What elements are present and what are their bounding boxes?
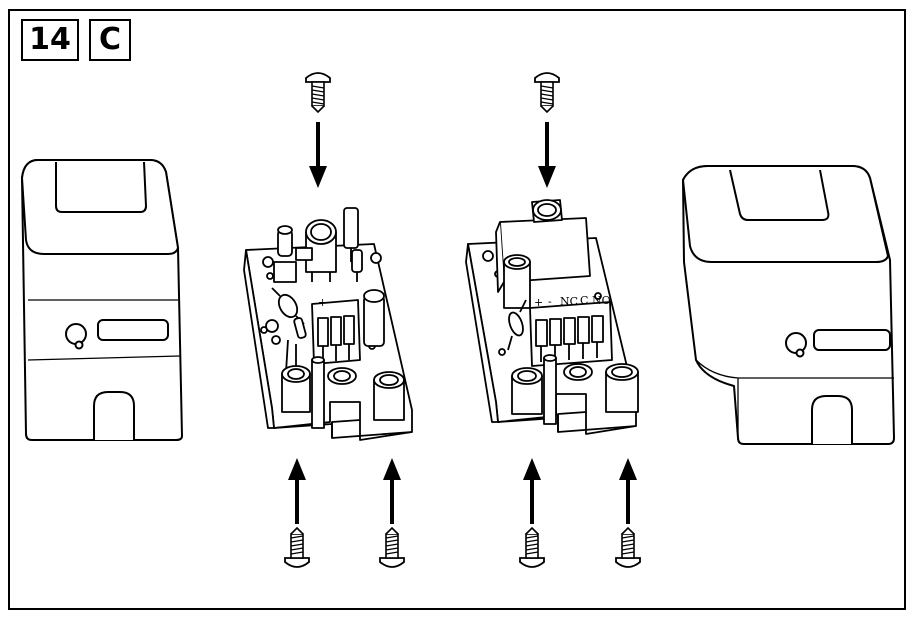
bottom-arrow-up-icon-2 — [381, 456, 403, 526]
bottom-arrow-up-icon-1 — [286, 456, 308, 526]
bottom-arrow-up-icon-3 — [521, 456, 543, 526]
bottom-screw-icon-2 — [379, 527, 405, 568]
right-terminal-label-plus: + — [534, 296, 543, 309]
right-terminal-label-no: NO — [592, 294, 611, 307]
bottom-screw-icon-1 — [284, 527, 310, 568]
figure-number-label: 14 — [21, 19, 79, 61]
figure-letter-label: C — [89, 19, 131, 61]
top-left-arrow-down-icon — [307, 120, 329, 190]
top-left-screw-icon — [305, 72, 331, 113]
left-terminal-label-plus: + — [318, 296, 327, 309]
bottom-arrow-up-icon-4 — [617, 456, 639, 526]
right-terminal-label-c: C — [580, 294, 588, 307]
left-housing-cover — [21, 159, 183, 441]
right-terminal-label-nc: NC — [560, 295, 578, 308]
top-right-arrow-down-icon — [536, 120, 558, 190]
bottom-screw-icon-4 — [615, 527, 641, 568]
right-housing-cover — [682, 165, 895, 445]
right-circuit-board: + - NC C NO — [465, 199, 639, 435]
right-terminal-label-minus: - — [548, 295, 552, 308]
bottom-screw-icon-3 — [519, 527, 545, 568]
left-terminal-label-minus: - — [332, 295, 336, 308]
top-right-screw-icon — [534, 72, 560, 113]
left-circuit-board: + - — [243, 207, 413, 441]
